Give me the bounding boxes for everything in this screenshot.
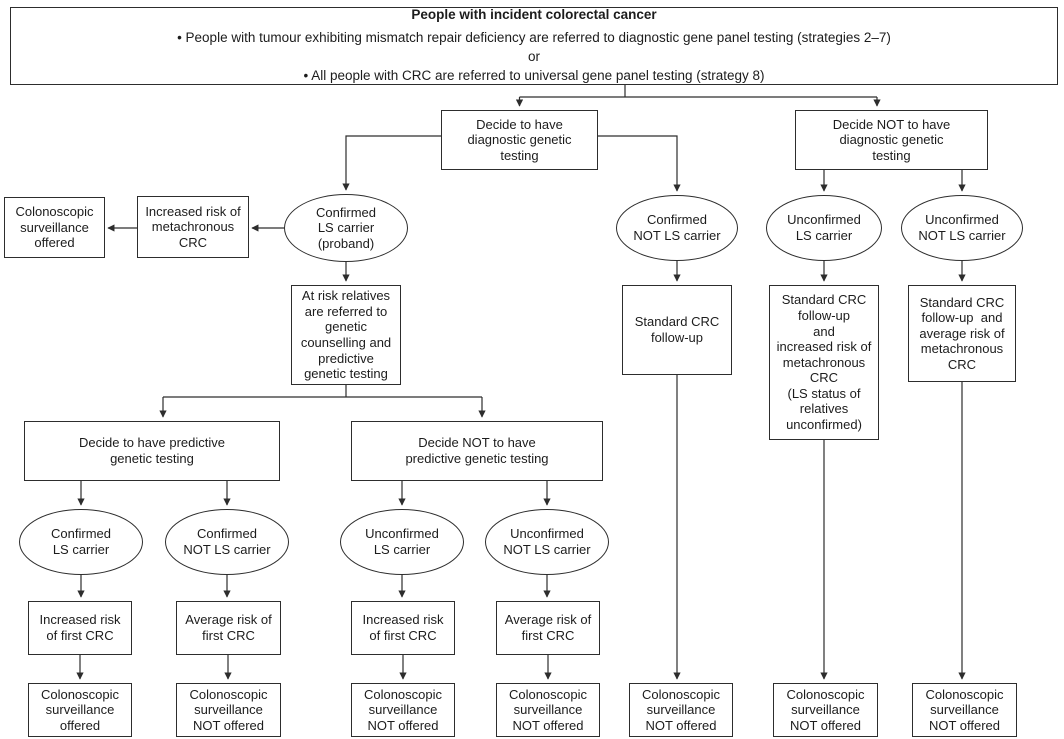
node-surveillance-not-offered-7: Colonoscopic surveillance NOT offered bbox=[912, 683, 1017, 737]
node-colonoscopic-offered-proband: Colonoscopic surveillance offered bbox=[4, 197, 105, 258]
node-decide-diagnostic-no: Decide NOT to have diagnostic genetic te… bbox=[795, 110, 988, 170]
node-label: Colonoscopic surveillance NOT offered bbox=[925, 686, 1004, 733]
node-label: Confirmed LS carrier (proband) bbox=[316, 204, 376, 251]
node-surveillance-not-offered-3: Colonoscopic surveillance NOT offered bbox=[351, 683, 455, 737]
node-surveillance-not-offered-4: Colonoscopic surveillance NOT offered bbox=[496, 683, 600, 737]
node-label: Increased risk of metachronous CRC bbox=[145, 203, 241, 250]
node-label: Colonoscopic surveillance NOT offered bbox=[508, 686, 588, 733]
node-label: Confirmed NOT LS carrier bbox=[633, 212, 721, 243]
root-bullet-2: • All people with CRC are referred to un… bbox=[303, 67, 765, 83]
node-unconfirmed-not-ls-diagnostic: Unconfirmed NOT LS carrier bbox=[901, 195, 1023, 261]
node-label: Colonoscopic surveillance offered bbox=[40, 686, 120, 733]
node-surveillance-offered-1: Colonoscopic surveillance offered bbox=[28, 683, 132, 737]
root-title: People with incident colorectal cancer bbox=[411, 7, 657, 23]
node-increased-risk-first-crc-2: Increased risk of first CRC bbox=[351, 601, 455, 655]
node-surveillance-not-offered-2: Colonoscopic surveillance NOT offered bbox=[176, 683, 281, 737]
node-surveillance-not-offered-6: Colonoscopic surveillance NOT offered bbox=[773, 683, 878, 737]
flow-connectors bbox=[76, 85, 966, 680]
node-label: Decide to have predictive genetic testin… bbox=[79, 435, 225, 466]
node-increased-risk-first-crc-1: Increased risk of first CRC bbox=[28, 601, 132, 655]
node-confirmed-not-ls-diagnostic: Confirmed NOT LS carrier bbox=[616, 195, 738, 261]
node-surveillance-not-offered-5: Colonoscopic surveillance NOT offered bbox=[629, 683, 733, 737]
node-average-risk-first-crc-1: Average risk of first CRC bbox=[176, 601, 281, 655]
node-unconfirmed-not-ls-predictive: Unconfirmed NOT LS carrier bbox=[485, 509, 609, 575]
node-label: Standard CRC follow-up and increased ris… bbox=[776, 292, 872, 433]
node-label: Increased risk of first CRC bbox=[362, 612, 444, 643]
node-label: Unconfirmed LS carrier bbox=[365, 526, 439, 557]
node-label: Decide NOT to have predictive genetic te… bbox=[405, 435, 549, 466]
node-decide-predictive-no: Decide NOT to have predictive genetic te… bbox=[351, 421, 603, 481]
node-label: Average risk of first CRC bbox=[504, 612, 592, 643]
node-label: Confirmed NOT LS carrier bbox=[183, 526, 271, 557]
node-label: Colonoscopic surveillance NOT offered bbox=[189, 686, 268, 733]
node-label: Decide to have diagnostic genetic testin… bbox=[467, 116, 572, 163]
node-standard-crc-followup-increased: Standard CRC follow-up and increased ris… bbox=[769, 285, 879, 440]
node-decide-predictive-yes: Decide to have predictive genetic testin… bbox=[24, 421, 280, 481]
node-label: Increased risk of first CRC bbox=[39, 612, 121, 643]
node-average-risk-first-crc-2: Average risk of first CRC bbox=[496, 601, 600, 655]
node-label: Unconfirmed NOT LS carrier bbox=[918, 212, 1006, 243]
node-label: Unconfirmed NOT LS carrier bbox=[503, 526, 591, 557]
node-confirmed-ls-predictive: Confirmed LS carrier bbox=[19, 509, 143, 575]
node-confirmed-not-ls-predictive: Confirmed NOT LS carrier bbox=[165, 509, 289, 575]
node-unconfirmed-ls-diagnostic: Unconfirmed LS carrier bbox=[766, 195, 882, 261]
node-label: Colonoscopic surveillance NOT offered bbox=[641, 686, 721, 733]
node-label: Standard CRC follow-up and average risk … bbox=[919, 294, 1005, 372]
node-label: Colonoscopic surveillance NOT offered bbox=[786, 686, 865, 733]
root-bullet-1: • People with tumour exhibiting mismatch… bbox=[177, 30, 891, 46]
node-increased-risk-metachronous: Increased risk of metachronous CRC bbox=[137, 196, 249, 258]
node-unconfirmed-ls-predictive: Unconfirmed LS carrier bbox=[340, 509, 464, 575]
node-at-risk-relatives: At risk relatives are referred to geneti… bbox=[291, 285, 401, 385]
node-label: Average risk of first CRC bbox=[185, 612, 272, 643]
node-confirmed-ls-proband: Confirmed LS carrier (proband) bbox=[284, 194, 408, 262]
node-label: At risk relatives are referred to geneti… bbox=[300, 288, 392, 382]
node-label: Colonoscopic surveillance offered bbox=[15, 204, 94, 251]
node-label: Unconfirmed LS carrier bbox=[787, 212, 861, 243]
node-standard-crc-followup-average: Standard CRC follow-up and average risk … bbox=[908, 285, 1016, 382]
root-box-incident-crc: People with incident colorectal cancer •… bbox=[10, 7, 1058, 85]
node-label: Standard CRC follow-up bbox=[634, 314, 720, 345]
node-label: Decide NOT to have diagnostic genetic te… bbox=[832, 116, 951, 163]
root-or: or bbox=[527, 49, 540, 64]
node-label: Confirmed LS carrier bbox=[51, 526, 111, 557]
node-label: Colonoscopic surveillance NOT offered bbox=[363, 686, 443, 733]
node-standard-crc-followup: Standard CRC follow-up bbox=[622, 285, 732, 375]
node-decide-diagnostic-yes: Decide to have diagnostic genetic testin… bbox=[441, 110, 598, 170]
